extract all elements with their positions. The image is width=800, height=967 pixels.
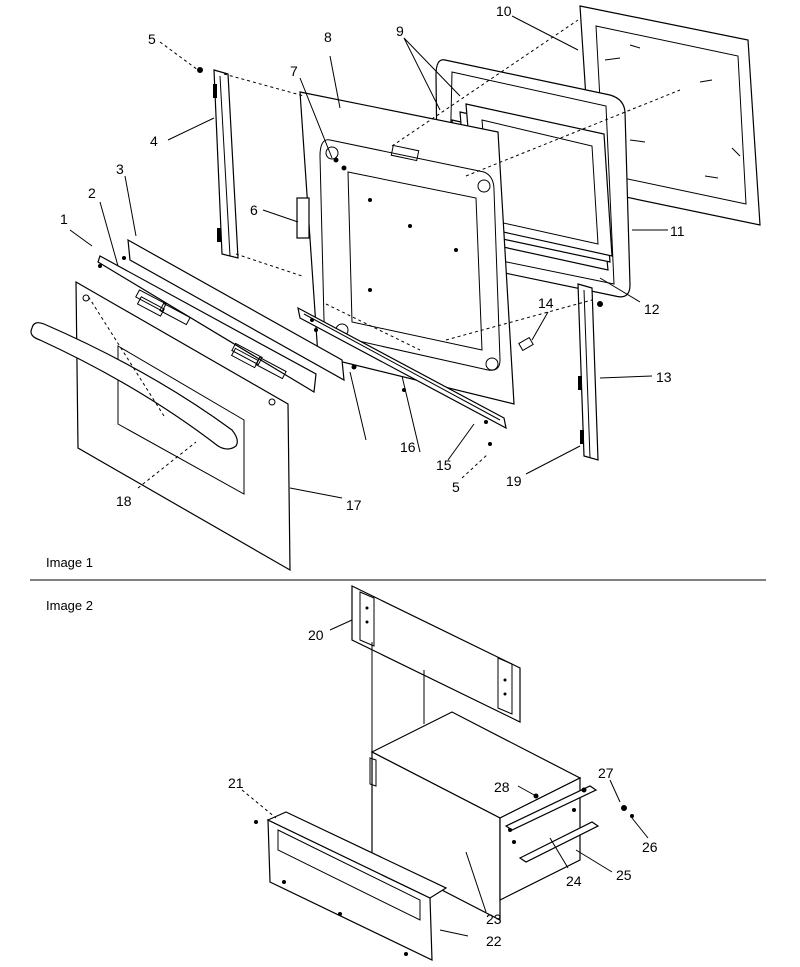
part-24-slide-rail	[504, 785, 600, 863]
image-1-door-assembly	[30, 5, 761, 572]
part-16-vent-trim	[97, 238, 345, 393]
part-15-lower-rail	[297, 306, 507, 430]
part-13-right-channel	[577, 283, 599, 461]
alignment-lines	[87, 19, 681, 417]
callout-20: 20	[308, 627, 324, 643]
image-2-drawer-assembly	[241, 585, 649, 961]
callout-22: 22	[486, 933, 502, 949]
callout-18: 18	[116, 493, 132, 509]
callout-16: 16	[400, 439, 416, 455]
leader-lines	[69, 15, 668, 499]
callout-4: 4	[150, 133, 158, 149]
callout-7: 7	[290, 63, 298, 79]
callout-10: 10	[496, 3, 512, 19]
callout-14: 14	[538, 295, 554, 311]
callout-28: 28	[494, 779, 510, 795]
callout-8: 8	[324, 29, 332, 45]
callout-11: 11	[670, 223, 685, 239]
callout-labels: 1 2 3 4 5 6 7 8 9 10 11 12 13 14 15 5 16…	[60, 3, 685, 949]
callout-5-lower: 5	[452, 479, 460, 495]
fasteners	[98, 67, 603, 446]
drawer-leader-lines	[241, 619, 649, 937]
callout-5: 5	[148, 31, 156, 47]
callout-1: 1	[60, 211, 68, 227]
image-1-caption: Image 1	[46, 555, 93, 570]
callout-17: 17	[346, 497, 362, 513]
callout-21: 21	[228, 775, 244, 791]
callout-27: 27	[598, 765, 614, 781]
part-17-outer-door-panel	[75, 280, 291, 572]
callout-15: 15	[436, 457, 452, 473]
callout-3: 3	[116, 161, 124, 177]
callout-26: 26	[642, 839, 658, 855]
callout-25: 25	[616, 867, 632, 883]
part-22-drawer-front	[266, 811, 448, 961]
callout-19: 19	[506, 473, 522, 489]
callout-12: 12	[644, 301, 660, 317]
part-20-back-panel	[351, 585, 521, 723]
callout-24: 24	[566, 873, 582, 889]
part-6-hinge-bracket	[296, 197, 310, 239]
part-18-handle	[30, 322, 238, 450]
callout-23: 23	[486, 911, 502, 927]
part-23-drawer-body	[369, 642, 582, 921]
callout-9: 9	[396, 23, 404, 39]
callout-6: 6	[250, 202, 258, 218]
part-4-left-channel	[213, 69, 239, 259]
callout-2: 2	[88, 185, 96, 201]
image-2-caption: Image 2	[46, 598, 93, 613]
callout-13: 13	[656, 369, 672, 385]
